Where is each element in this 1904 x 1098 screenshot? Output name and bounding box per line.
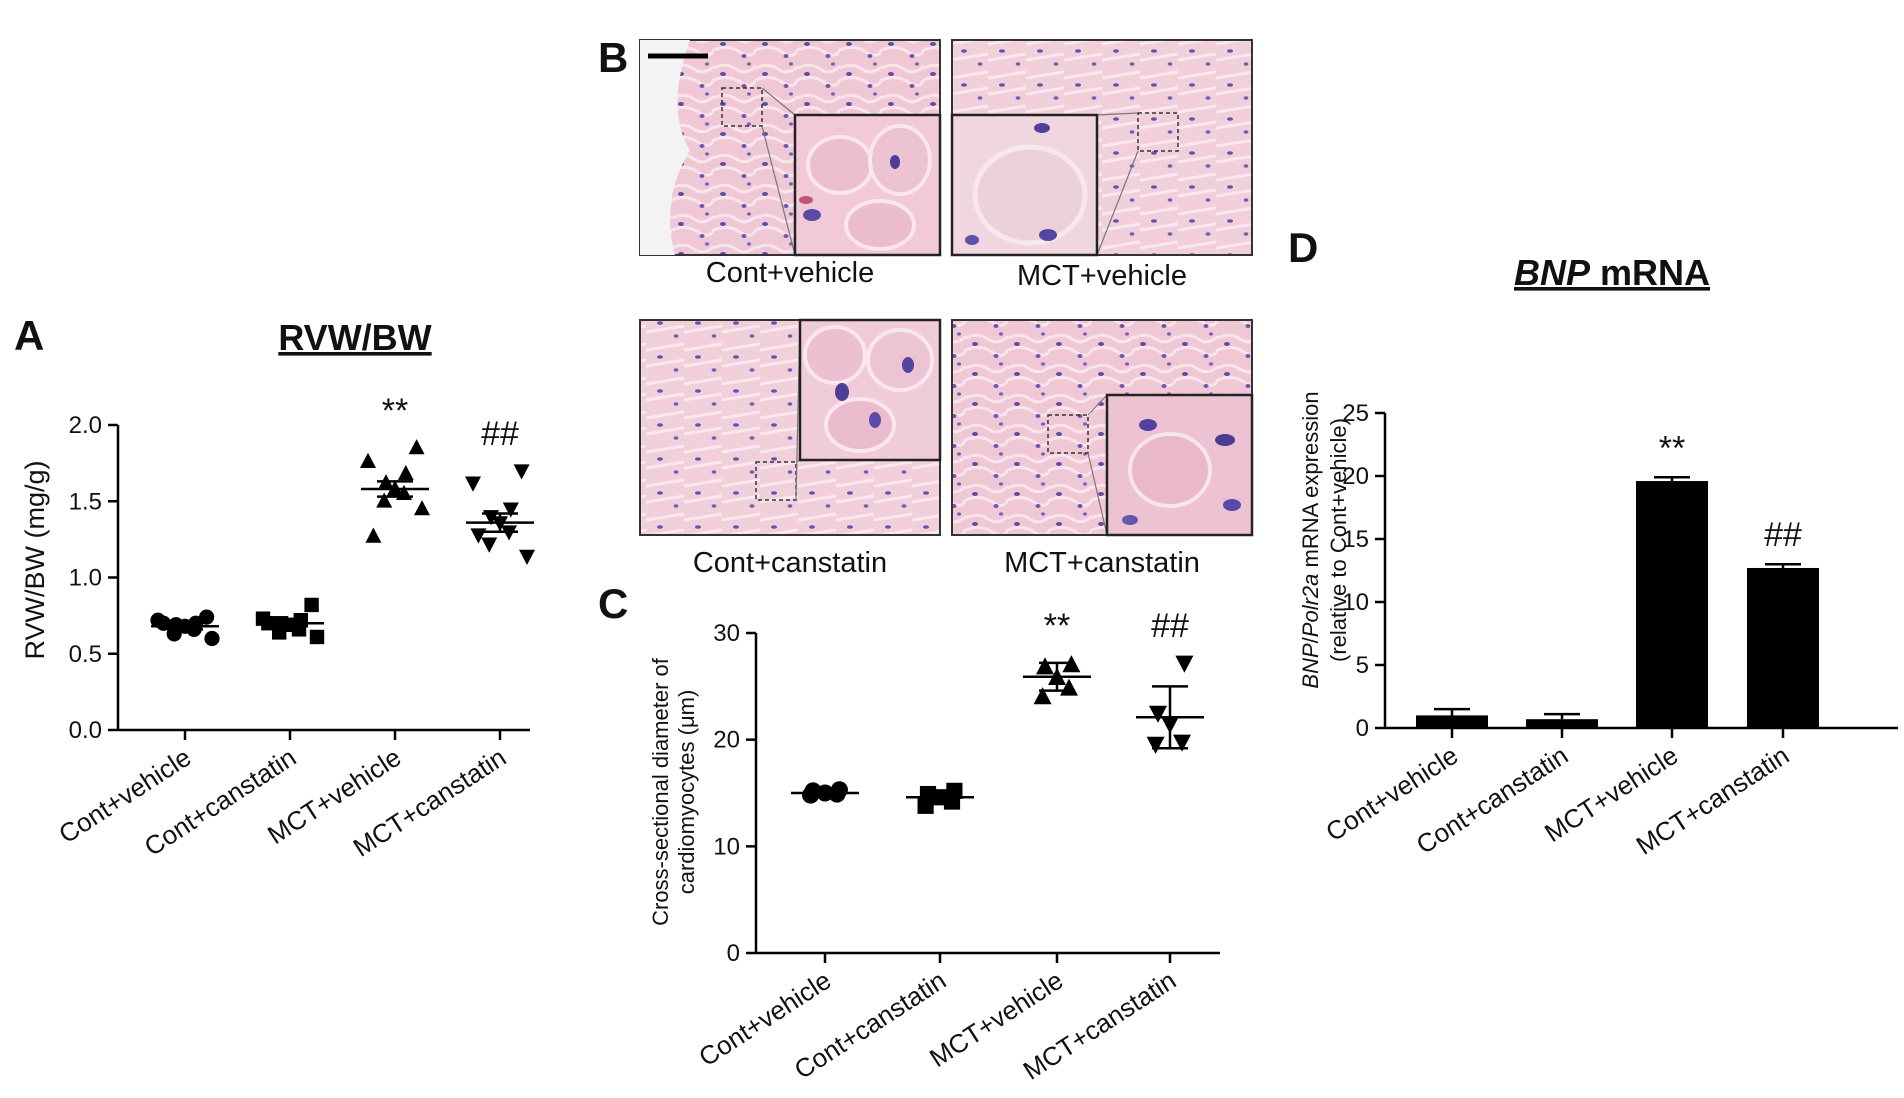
inset-magnified: [793, 113, 942, 257]
caption-mct-vehicle: MCT+vehicle: [1017, 260, 1187, 292]
panel-d-y-axis-label: BNP/Polr2a mRNA expression (relative to …: [1298, 391, 1351, 688]
caption-cont-canstatin: Cont+canstatin: [693, 547, 887, 579]
panel-d-ylabel-ref-gene: Polr2a: [1298, 574, 1323, 638]
bar: [1526, 719, 1598, 728]
panel-a-data-points: ** ##: [150, 392, 535, 647]
data-point: [1146, 736, 1165, 754]
y-tick-label: 15: [1342, 526, 1369, 553]
panel-d-bars: ** ##: [1416, 429, 1819, 728]
y-tick-label: 25: [1342, 400, 1369, 427]
significance-label: ##: [1764, 516, 1802, 554]
y-tick-label: 2.0: [69, 412, 102, 439]
data-point: [943, 793, 961, 810]
inset-source-box: [721, 87, 763, 127]
panel-d-title-gene: BNP: [1514, 252, 1591, 293]
inset-magnified: [798, 318, 942, 462]
y-tick-label: 5: [1356, 652, 1369, 679]
y-tick-label: 10: [713, 833, 740, 860]
y-tick-label: 1.0: [69, 565, 102, 592]
panel-b-label: B: [598, 34, 628, 81]
data-point: [465, 476, 481, 492]
inset-magnified: [950, 113, 1099, 257]
panel-a-y-axis-label: RVW/BW (mg/g): [20, 460, 50, 659]
data-point: [917, 797, 934, 814]
y-tick-label: 0: [727, 940, 740, 967]
y-tick-label: 1.5: [69, 488, 102, 515]
y-tick-label: 0.0: [69, 717, 102, 744]
data-point: [519, 549, 535, 565]
bar: [1636, 481, 1708, 728]
data-point: [513, 464, 530, 480]
data-point: [365, 527, 382, 543]
data-point: [1033, 687, 1052, 705]
data-point: [481, 537, 498, 553]
panel-d-bnp-chart: D BNP mRNA BNP/Polr2a mRNA expression (r…: [1288, 224, 1898, 861]
panel-a-axes: 0.00.51.01.52.0Cont+vehicleCont+canstati…: [53, 412, 530, 863]
panel-d-ylabel-gene: BNP: [1298, 643, 1323, 689]
bar: [1416, 715, 1488, 728]
data-point: [360, 452, 376, 468]
data-point: [1175, 655, 1194, 673]
data-point: [1036, 657, 1054, 675]
y-tick-label: 30: [713, 620, 740, 647]
panel-d-title: BNP mRNA: [1514, 252, 1710, 293]
y-tick-label: 20: [713, 727, 740, 754]
micrograph-cont-canstatin: [639, 318, 942, 536]
significance-label: **: [1044, 607, 1070, 645]
panel-c-diameter-chart: C Cross-sectional diameter of cardiomyoc…: [598, 580, 1220, 1086]
significance-label: **: [382, 392, 408, 430]
panel-c-y-axis-label-line1: Cross-sectional diameter of: [648, 657, 673, 926]
bar: [1747, 567, 1819, 728]
data-point: [414, 500, 430, 516]
panel-b-micrographs: B: [598, 34, 1254, 579]
micrograph-mct-vehicle: [950, 39, 1253, 257]
significance-label: ##: [1151, 607, 1189, 645]
data-point: [304, 597, 319, 613]
panel-c-y-axis-label-line2: cardiomyocytes (μm): [674, 690, 699, 895]
data-point: [376, 492, 393, 508]
panel-a-label: A: [14, 312, 44, 359]
data-point: [397, 465, 414, 481]
data-point: [1173, 734, 1191, 752]
y-tick-label: 0.5: [69, 641, 102, 668]
panel-d-label: D: [1288, 224, 1318, 271]
panel-a-title: RVW/BW: [278, 317, 431, 358]
panel-c-axes: 0102030Cont+vehicleCont+canstatinMCT+veh…: [693, 620, 1220, 1086]
panel-d-title-rest: mRNA: [1590, 252, 1710, 293]
significance-label: ##: [481, 415, 519, 453]
panel-c-label: C: [598, 580, 628, 627]
panel-d-ylabel-sep: /: [1298, 636, 1323, 643]
micrograph-mct-canstatin: [951, 319, 1254, 537]
micrograph-cont-vehicle: [639, 39, 942, 257]
panel-d-y-axis-label-line2: (relative to Cont+vehicle): [1326, 418, 1351, 662]
data-point: [408, 439, 425, 455]
panel-c-data-points: ** ##: [791, 607, 1204, 814]
panel-a-rvw-bw-chart: A RVW/BW RVW/BW (mg/g) 0.00.51.01.52.0Co…: [14, 312, 535, 863]
panel-c-y-axis-label: Cross-sectional diameter of cardiomyocyt…: [648, 657, 699, 926]
y-tick-label: 20: [1342, 463, 1369, 490]
caption-mct-canstatin: MCT+canstatin: [1004, 547, 1200, 579]
caption-cont-vehicle: Cont+vehicle: [706, 257, 874, 289]
y-tick-label: 10: [1342, 589, 1369, 616]
data-point: [502, 502, 519, 518]
data-point: [309, 629, 325, 645]
y-tick-label: 0: [1356, 715, 1369, 742]
significance-label: **: [1659, 429, 1685, 467]
data-point: [204, 630, 220, 647]
panel-d-y-axis-label-line1: BNP/Polr2a mRNA expression: [1298, 391, 1323, 688]
panel-d-ylabel-rest: mRNA expression: [1298, 391, 1323, 573]
inset-magnified: [1105, 393, 1254, 537]
data-point: [1149, 705, 1167, 723]
